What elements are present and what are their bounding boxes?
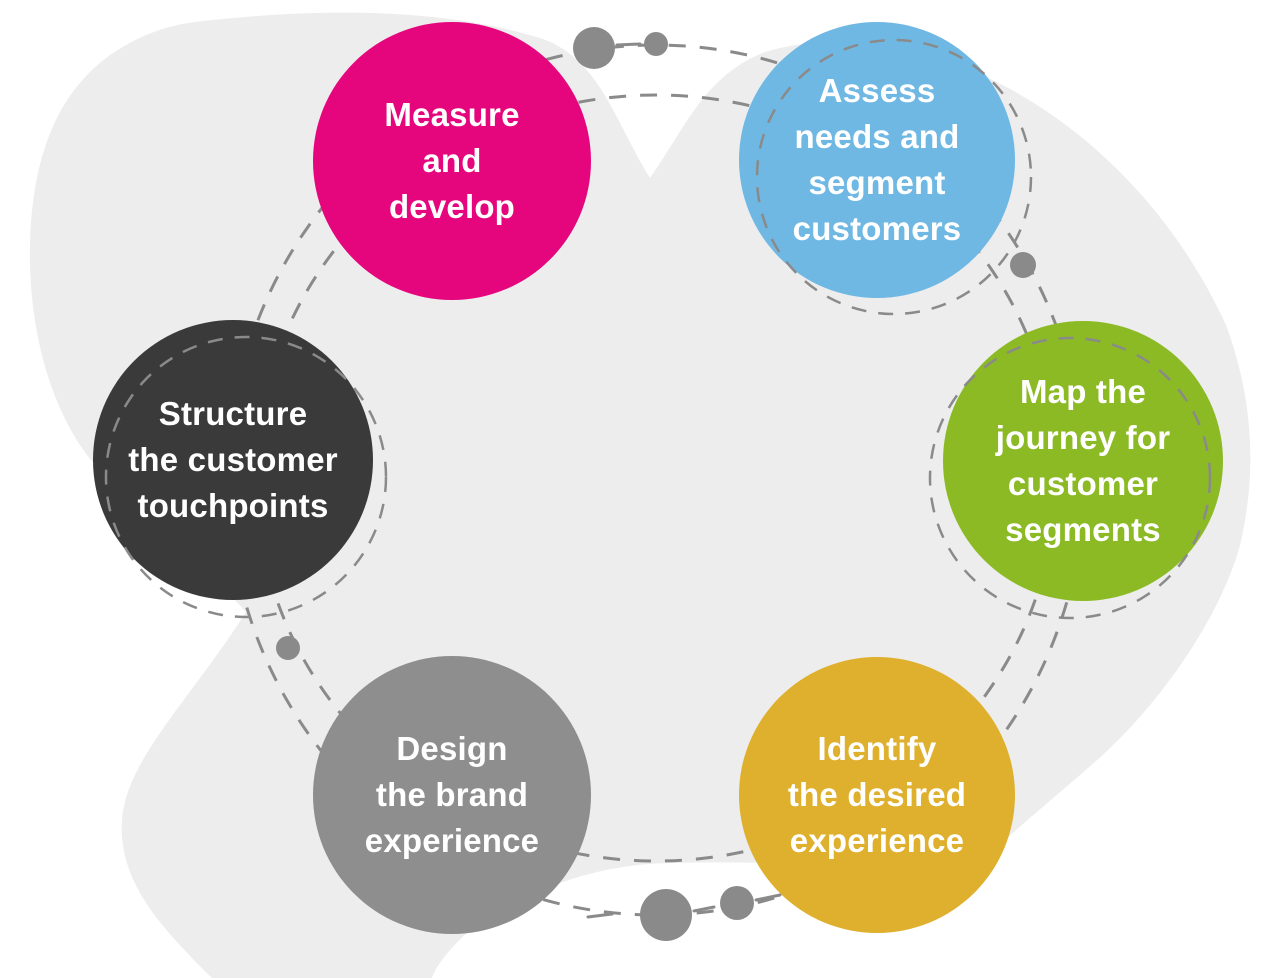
dot-bottom-small <box>720 886 754 920</box>
node-ring-map <box>928 336 1212 620</box>
dot-top-large <box>573 27 615 69</box>
dot-left <box>276 636 300 660</box>
step-circles <box>93 22 1223 934</box>
dot-top-small <box>644 32 668 56</box>
tick-bottom-right <box>754 893 782 902</box>
dot-right <box>1010 252 1036 278</box>
tick-bottom-left <box>586 912 614 919</box>
step-circle-measure-and-develop <box>313 22 591 300</box>
tick-top <box>615 42 642 47</box>
connector-ticks <box>586 42 782 919</box>
node-ring-structure <box>104 335 388 619</box>
tick-bottom-mid <box>692 905 716 913</box>
step-circle-assess-needs-segment-customers <box>739 22 1015 298</box>
step-circle-identify-desired-experience <box>739 657 1015 933</box>
dot-bottom-large <box>640 889 692 941</box>
step-circle-design-brand-experience <box>313 656 591 934</box>
node-rings <box>104 38 1212 620</box>
node-ring-assess <box>755 38 1033 316</box>
step-circle-structure-customer-touchpoints <box>93 320 373 600</box>
cycle-dots <box>276 27 1036 941</box>
step-circle-map-journey-customer-segments <box>943 321 1223 601</box>
